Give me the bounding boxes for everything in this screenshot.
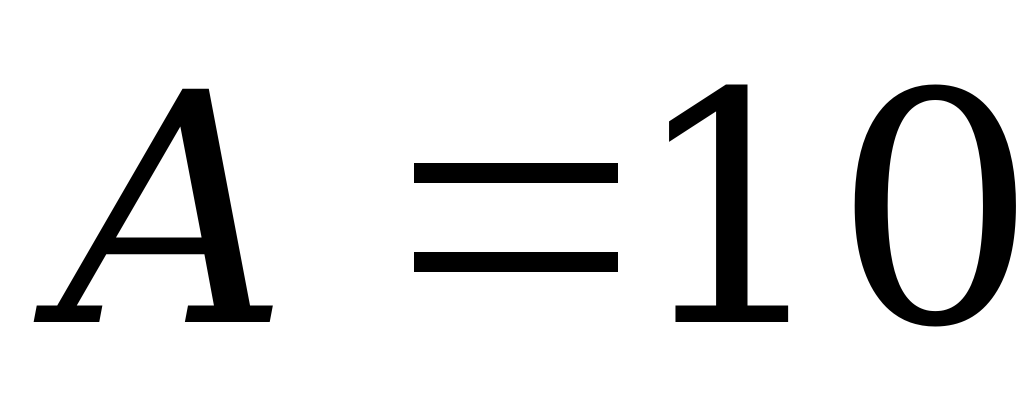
variable-symbol: A [58,26,290,398]
equals-bar-top [414,163,618,183]
equals-bar-bottom [414,252,618,272]
value-number: 10 [630,26,1024,398]
equals-sign [414,163,618,273]
